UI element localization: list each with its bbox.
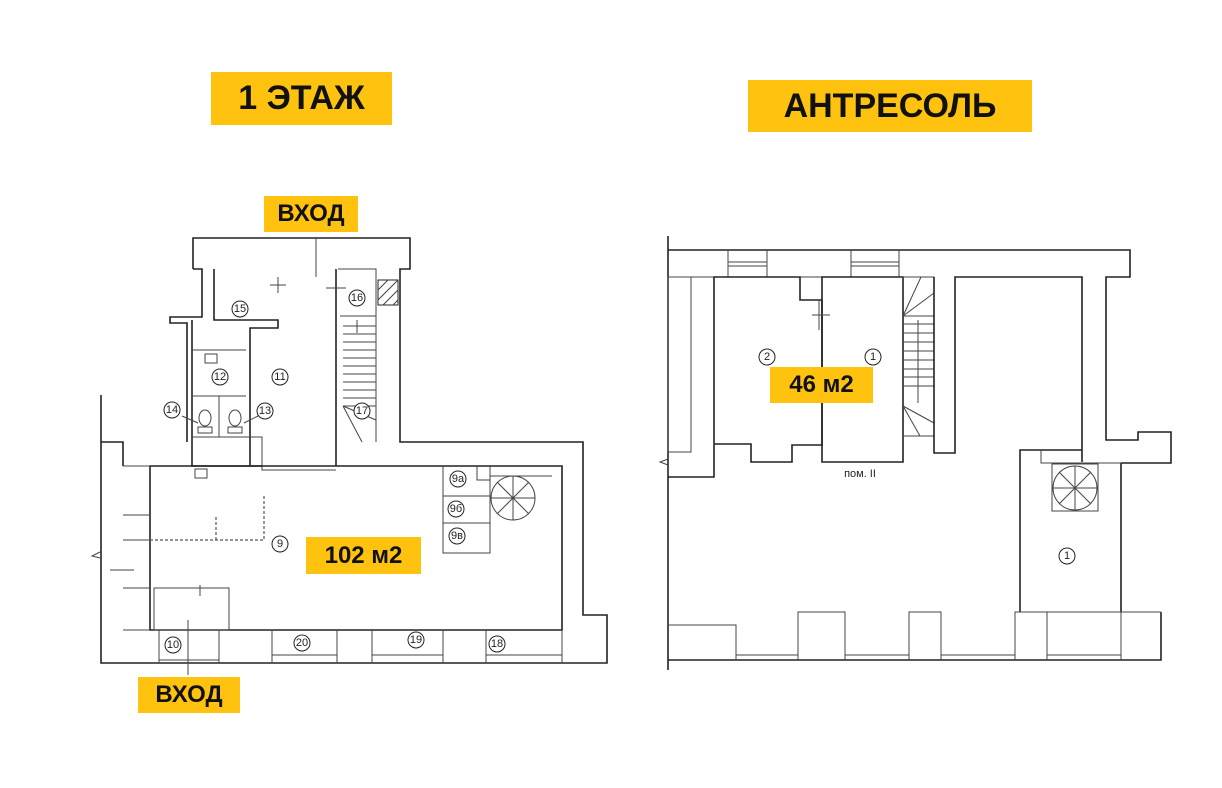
room-labels-floor1: 15 16 11 12 14 13 17 9а 9б 9в 9 10 20 19… <box>163 289 506 654</box>
room-1: 1 <box>870 351 876 363</box>
room-17: 17 <box>356 405 368 417</box>
floor1-plan: 15 16 11 12 14 13 17 9а 9б 9в 9 10 20 19… <box>90 237 608 675</box>
mezzanine-area-label: 46 м2 <box>770 367 873 403</box>
room-1-lower: 1 <box>1064 550 1070 562</box>
room-9a: 9а <box>452 473 465 485</box>
room-9: 9 <box>277 538 283 550</box>
room-11: 11 <box>274 371 285 383</box>
entrance-top-label: ВХОД <box>264 196 358 232</box>
mezzanine-bottom-piers <box>658 458 1161 660</box>
floor1-area-label: 102 м2 <box>306 537 421 574</box>
room-18: 18 <box>491 638 503 650</box>
room-10: 10 <box>167 639 179 651</box>
mezzanine-plan: пом. II 2 1 1 <box>658 236 1172 670</box>
sinks-toilets <box>181 353 259 479</box>
stair-mezzanine <box>902 276 935 437</box>
room-19: 19 <box>410 634 422 646</box>
room-2: 2 <box>764 351 770 363</box>
room-14: 14 <box>166 404 178 416</box>
entrance-bottom-label: ВХОД <box>138 677 240 713</box>
room-9b: 9б <box>450 503 462 515</box>
room-20: 20 <box>296 637 308 649</box>
spiral-stair-floor1 <box>490 475 536 521</box>
spiral-stair-mezzanine <box>1051 463 1099 512</box>
premises-label: пом. II <box>844 468 876 480</box>
mezzanine-title: АНТРЕСОЛЬ <box>748 80 1032 132</box>
stair-1 <box>342 320 377 443</box>
bottom-windows <box>158 620 563 675</box>
room-9v: 9в <box>451 530 463 542</box>
room-13: 13 <box>259 405 271 417</box>
room-12: 12 <box>214 371 226 383</box>
floor1-title: 1 ЭТАЖ <box>211 72 392 125</box>
hatched-shaft <box>377 279 399 306</box>
room-15: 15 <box>234 303 246 315</box>
storage-boxes <box>442 466 552 554</box>
room-16: 16 <box>351 292 363 304</box>
